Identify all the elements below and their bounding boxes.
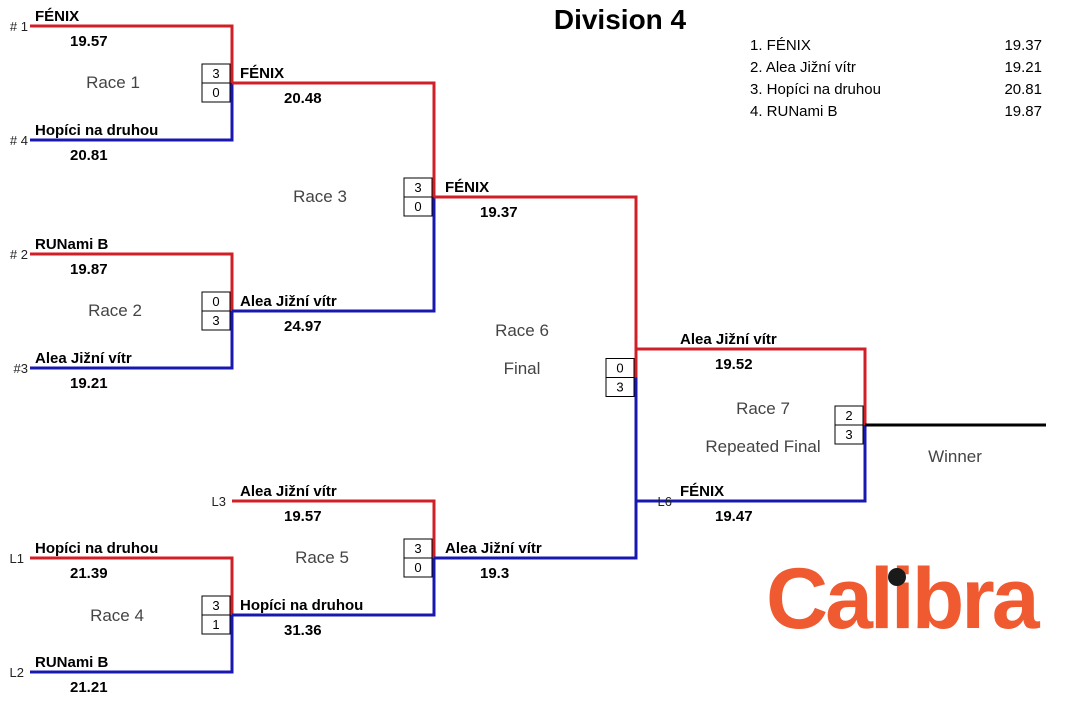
team-time: 21.39	[70, 565, 108, 582]
race-1-bottom-line	[30, 83, 234, 142]
race-label: Race 6	[495, 321, 549, 340]
seed-label: # 4	[10, 133, 28, 148]
score-box	[403, 557, 433, 578]
standings-time: 19.37	[1004, 37, 1042, 54]
seed-label: # 2	[10, 247, 28, 262]
team-time: 20.48	[284, 90, 322, 107]
race-6-bottom-line	[434, 377, 638, 560]
standings-time: 20.81	[1004, 81, 1042, 98]
race-2-top-line	[30, 252, 234, 311]
standings-team: 4. RUNami B	[750, 103, 838, 120]
standings-row: 3. Hopíci na druhou 20.81	[750, 79, 1042, 101]
team-name: Hopíci na druhou	[35, 122, 158, 139]
score-top: 2	[845, 408, 852, 423]
standings-list: 1. FÉNIX 19.37 2. Alea Jižní vítr 19.21 …	[750, 35, 1042, 123]
team-name: FÉNIX	[680, 483, 724, 500]
standings-time: 19.87	[1004, 103, 1042, 120]
race-label: Race 3	[293, 187, 347, 206]
team-time: 19.37	[480, 204, 518, 221]
team-name: Alea Jižní vítr	[240, 293, 337, 310]
score-bottom: 0	[414, 199, 421, 214]
standings-row: 4. RUNami B 19.87	[750, 101, 1042, 123]
race-4-bottom-line	[30, 615, 234, 674]
score-box	[403, 196, 433, 217]
team-name: Alea Jižní vítr	[680, 331, 777, 348]
seed-label: #3	[14, 361, 28, 376]
score-top: 3	[212, 66, 219, 81]
team-time: 21.21	[70, 679, 108, 696]
score-box	[605, 377, 635, 397]
team-name: Alea Jižní vítr	[445, 540, 542, 557]
standings-team: 1. FÉNIX	[750, 37, 811, 54]
division-title: Division 4	[553, 4, 687, 35]
race-3-bottom-line	[232, 197, 436, 313]
standings-row: 1. FÉNIX 19.37	[750, 35, 1042, 57]
team-time: 19.57	[70, 33, 108, 50]
score-bottom: 3	[212, 313, 219, 328]
score-bottom: 0	[212, 85, 219, 100]
seed-label: L6	[658, 494, 672, 509]
winner-label: Winner	[928, 447, 982, 466]
score-box	[834, 424, 864, 445]
race-label: Race 7	[736, 399, 790, 418]
standings-team: 3. Hopíci na druhou	[750, 81, 881, 98]
race-sublabel: Final	[504, 359, 541, 378]
calibra-logo: Calibra	[766, 556, 1040, 642]
race-7-top-line	[636, 347, 867, 425]
seed-label: L2	[10, 665, 24, 680]
seed-label: # 1	[10, 19, 28, 34]
score-bottom: 3	[845, 427, 852, 442]
score-top: 0	[616, 361, 623, 376]
race-5-top-line	[232, 499, 436, 558]
team-name: Hopíci na druhou	[35, 540, 158, 557]
race-7-bottom-line	[636, 425, 867, 503]
team-time: 24.97	[284, 318, 322, 335]
race-4-top-line	[30, 556, 234, 615]
team-name: FÉNIX	[35, 8, 79, 25]
logo-dot-icon	[888, 568, 906, 586]
race-label: Race 1	[86, 73, 140, 92]
score-top: 3	[414, 541, 421, 556]
standings-row: 2. Alea Jižní vítr 19.21	[750, 57, 1042, 79]
race-6-top-line	[434, 195, 638, 378]
race-5-bottom-line	[232, 558, 436, 617]
logo-text: Calibra	[766, 551, 1040, 647]
race-label: Race 4	[90, 606, 144, 625]
team-time: 19.52	[715, 356, 753, 373]
team-name: Alea Jižní vítr	[35, 350, 132, 367]
standings-team: 2. Alea Jižní vítr	[750, 59, 856, 76]
team-time: 19.87	[70, 261, 108, 278]
team-name: FÉNIX	[240, 65, 284, 82]
seed-label: L1	[10, 551, 24, 566]
seed-label: L3	[212, 494, 226, 509]
team-name: Hopíci na druhou	[240, 597, 363, 614]
team-time: 19.57	[284, 508, 322, 525]
score-box	[201, 310, 231, 331]
team-time: 31.36	[284, 622, 322, 639]
race-label: Race 2	[88, 301, 142, 320]
race-3-top-line	[232, 81, 436, 197]
score-box	[201, 82, 231, 103]
race-2-bottom-line	[30, 311, 234, 370]
team-name: FÉNIX	[445, 179, 489, 196]
team-time: 20.81	[70, 147, 108, 164]
race-sublabel: Repeated Final	[705, 437, 820, 456]
team-name: RUNami B	[35, 236, 109, 253]
team-time: 19.3	[480, 565, 509, 582]
score-bottom: 1	[212, 617, 219, 632]
score-box	[201, 614, 231, 635]
team-time: 19.21	[70, 375, 108, 392]
standings-time: 19.21	[1004, 59, 1042, 76]
team-name: RUNami B	[35, 654, 109, 671]
team-name: Alea Jižní vítr	[240, 483, 337, 500]
score-top: 0	[212, 294, 219, 309]
team-time: 19.47	[715, 508, 753, 525]
score-bottom: 3	[616, 380, 623, 395]
score-top: 3	[212, 598, 219, 613]
score-top: 3	[414, 180, 421, 195]
race-1-top-line	[30, 24, 234, 83]
score-bottom: 0	[414, 560, 421, 575]
race-label: Race 5	[295, 548, 349, 567]
